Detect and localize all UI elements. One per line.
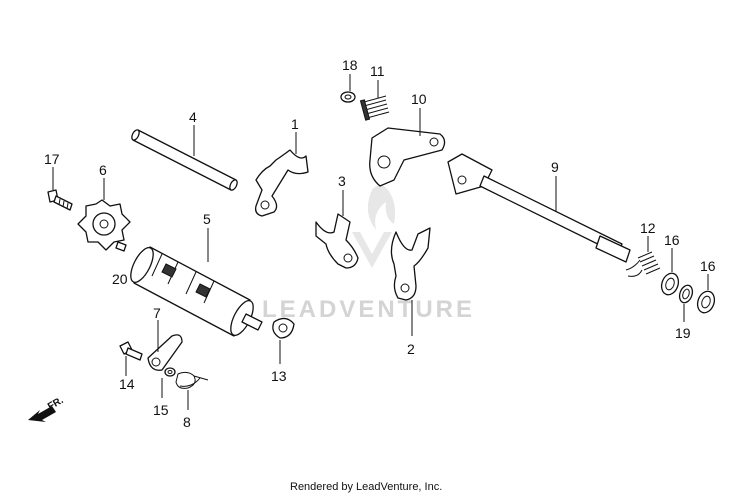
- footer-credit: Rendered by LeadVenture, Inc.: [290, 481, 442, 493]
- callout-15: 15: [153, 402, 169, 418]
- callout-8: 8: [183, 414, 191, 430]
- part-9-shift-shaft: [447, 153, 631, 263]
- part-14-bolt: [119, 341, 143, 361]
- callout-16-right: 16: [700, 258, 716, 274]
- part-3-shift-fork: [315, 213, 359, 269]
- part-17-bolt: [47, 189, 73, 211]
- callout-1: 1: [291, 116, 299, 132]
- callout-4: 4: [189, 109, 197, 125]
- part-6-star-plate: [77, 199, 131, 251]
- part-16-washer-left: [660, 272, 680, 296]
- callout-14: 14: [119, 376, 135, 392]
- part-11-spring: [359, 95, 390, 121]
- arrow-down-left-icon: [28, 406, 56, 422]
- part-10-stopper-plate: [369, 127, 446, 187]
- part-7-stopper-arm: [147, 334, 183, 371]
- part-19-snap-ring: [678, 284, 694, 304]
- part-13-snap-ring: [272, 317, 295, 339]
- part-12-return-spring: [625, 251, 661, 277]
- callout-19: 19: [675, 325, 691, 341]
- callout-12: 12: [640, 220, 656, 236]
- callout-10: 10: [411, 91, 427, 107]
- callout-20: 20: [112, 271, 128, 287]
- callout-2: 2: [407, 341, 415, 357]
- watermark-text: LEADVENTURE: [262, 296, 475, 323]
- part-20-pin: [115, 241, 127, 252]
- callout-11: 11: [370, 63, 385, 79]
- callout-9: 9: [551, 159, 559, 175]
- part-18-washer: [340, 91, 356, 103]
- part-5-shift-drum: [130, 246, 263, 337]
- callout-3: 3: [338, 173, 346, 189]
- part-8-spring: [175, 371, 209, 389]
- callout-18: 18: [342, 57, 358, 73]
- part-1-shift-fork: [254, 149, 309, 217]
- callout-7: 7: [153, 305, 161, 321]
- direction-label: FR.: [46, 395, 66, 413]
- watermark: LEADVENTURE: [262, 185, 475, 323]
- callout-17: 17: [44, 151, 60, 167]
- part-2-shift-fork: [390, 227, 431, 301]
- part-16-washer-right: [696, 290, 716, 314]
- callout-13: 13: [271, 368, 287, 384]
- watermark-logo: [352, 185, 396, 268]
- part-4-shaft: [131, 129, 238, 191]
- direction-indicator: FR.: [28, 395, 66, 422]
- callout-6: 6: [99, 162, 107, 178]
- callout-5: 5: [203, 211, 211, 227]
- part-15-washer: [164, 367, 176, 377]
- callout-16-left: 16: [664, 232, 680, 248]
